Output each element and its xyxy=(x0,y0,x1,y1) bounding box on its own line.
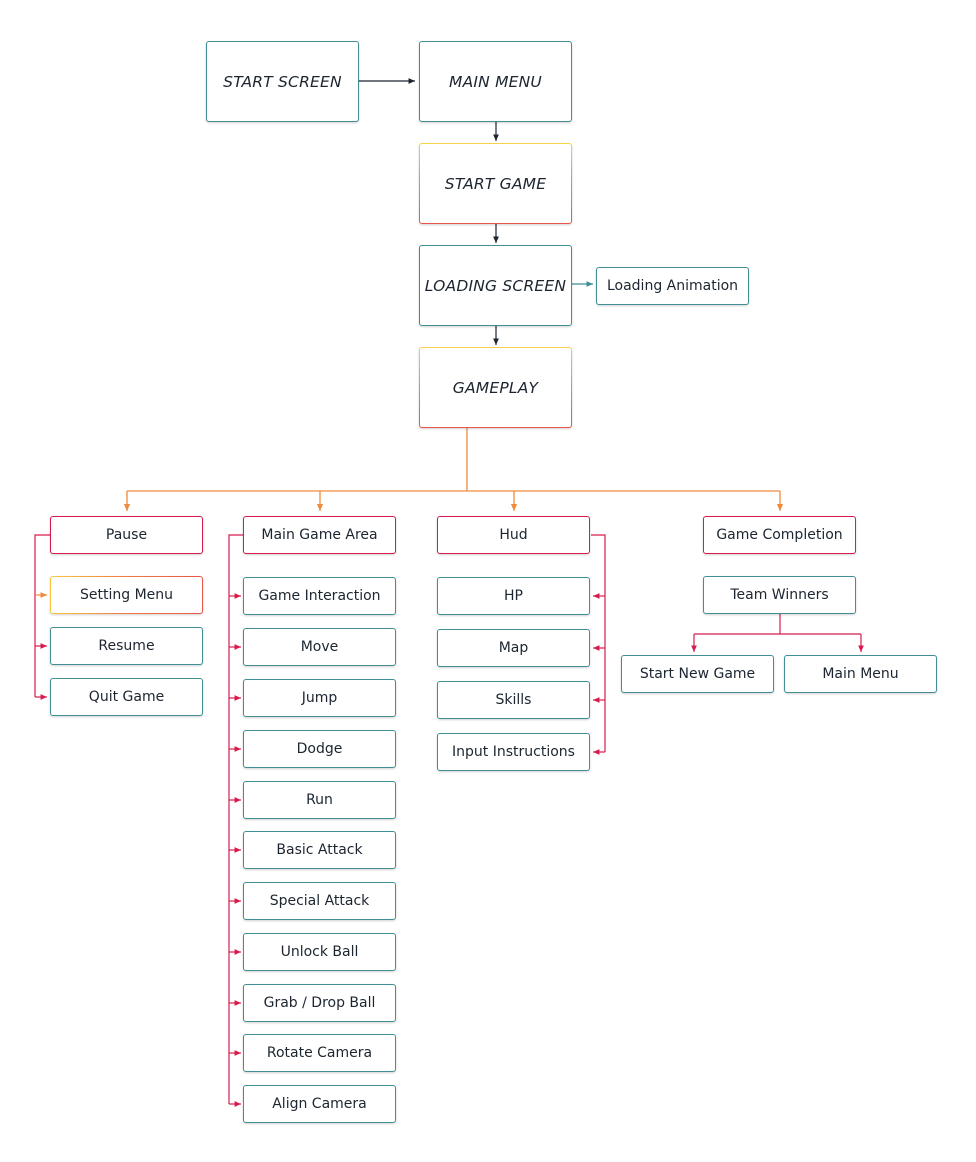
start-new-game-node: Start New Game xyxy=(621,655,774,693)
hud-item: Map xyxy=(437,629,590,667)
main-game-area-node: Main Game Area xyxy=(243,516,396,554)
gameplay-node: GAMEPLAY xyxy=(419,347,572,428)
main-game-area-item: Basic Attack xyxy=(243,831,396,869)
hud-item: Input Instructions xyxy=(437,733,590,771)
hud-branch xyxy=(591,534,606,755)
game-completion-node: Game Completion xyxy=(703,516,856,554)
main-game-area-item: Move xyxy=(243,628,396,666)
loading-animation-node: Loading Animation xyxy=(596,267,749,305)
pause-item: Resume xyxy=(50,627,203,665)
pause-item: Quit Game xyxy=(50,678,203,716)
loading-screen-node: LOADING SCREEN xyxy=(419,245,572,326)
pause-branch xyxy=(34,534,50,700)
main-game-area-item: Run xyxy=(243,781,396,819)
completion-branch xyxy=(691,614,864,652)
pause-node: Pause xyxy=(50,516,203,554)
main-game-area-item: Game Interaction xyxy=(243,577,396,615)
main-game-area-item: Grab / Drop Ball xyxy=(243,984,396,1022)
start-game-node: START GAME xyxy=(419,143,572,224)
main-game-area-item: Special Attack xyxy=(243,882,396,920)
main-game-area-item: Rotate Camera xyxy=(243,1034,396,1072)
main-game-area-item: Unlock Ball xyxy=(243,933,396,971)
team-winners-node: Team Winners xyxy=(703,576,856,614)
main-game-area-item: Dodge xyxy=(243,730,396,768)
pause-item: Setting Menu xyxy=(50,576,203,614)
main-menu-node: MAIN MENU xyxy=(419,41,572,122)
main-game-area-item: Align Camera xyxy=(243,1085,396,1123)
hud-item: Skills xyxy=(437,681,590,719)
main-game-area-item: Jump xyxy=(243,679,396,717)
start-screen-node: START SCREEN xyxy=(206,41,359,122)
gameplay-branch xyxy=(123,428,784,511)
hud-item: HP xyxy=(437,577,590,615)
completion-main-menu-node: Main Menu xyxy=(784,655,937,693)
hud-node: Hud xyxy=(437,516,590,554)
main-game-area-branch xyxy=(228,534,243,1107)
